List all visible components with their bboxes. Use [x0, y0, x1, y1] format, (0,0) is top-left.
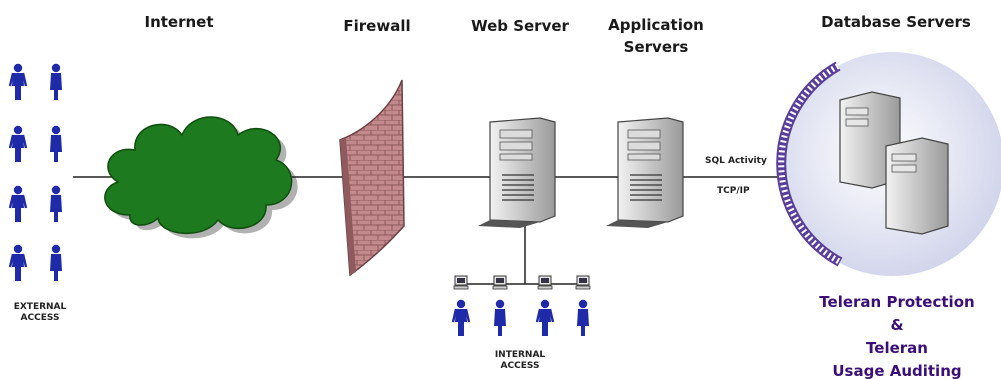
external-access-line1: EXTERNAL — [13, 302, 67, 312]
external-access-line2: ACCESS — [20, 313, 60, 323]
internal-access-label: INTERNAL ACCESS — [482, 350, 558, 372]
internal-access-line1: INTERNAL — [494, 350, 546, 360]
internal-access-line2: ACCESS — [500, 361, 540, 371]
web-server-tower — [478, 117, 556, 228]
firewall-header: Firewall — [343, 17, 411, 35]
internal-workstations — [453, 275, 591, 290]
telera-caption: Teleran Protection & Teleran Usage Audit… — [793, 291, 1001, 379]
tcp-ip-label: TCP/IP — [717, 186, 750, 196]
telera-line4: Usage Auditing — [832, 362, 962, 379]
internal-people — [451, 298, 589, 338]
telera-line1: Teleran Protection — [819, 293, 975, 311]
internet-header: Internet — [144, 13, 214, 31]
database-zone — [776, 52, 1001, 276]
application-server-tower — [606, 117, 684, 228]
telera-line3: Teleran — [866, 339, 928, 357]
application-servers-header: Application Servers — [596, 14, 716, 58]
firewall-wall — [339, 79, 405, 277]
external-access-label: EXTERNAL ACCESS — [2, 302, 78, 324]
application-servers-header-line2: Servers — [623, 38, 689, 56]
sql-activity-label: SQL Activity — [705, 156, 767, 166]
application-servers-header-line1: Application — [608, 16, 704, 34]
internet-cloud — [104, 116, 298, 239]
telera-line2: & — [890, 316, 904, 334]
web-server-header: Web Server — [471, 17, 569, 35]
external-people — [8, 62, 62, 283]
database-servers-header: Database Servers — [821, 13, 971, 31]
